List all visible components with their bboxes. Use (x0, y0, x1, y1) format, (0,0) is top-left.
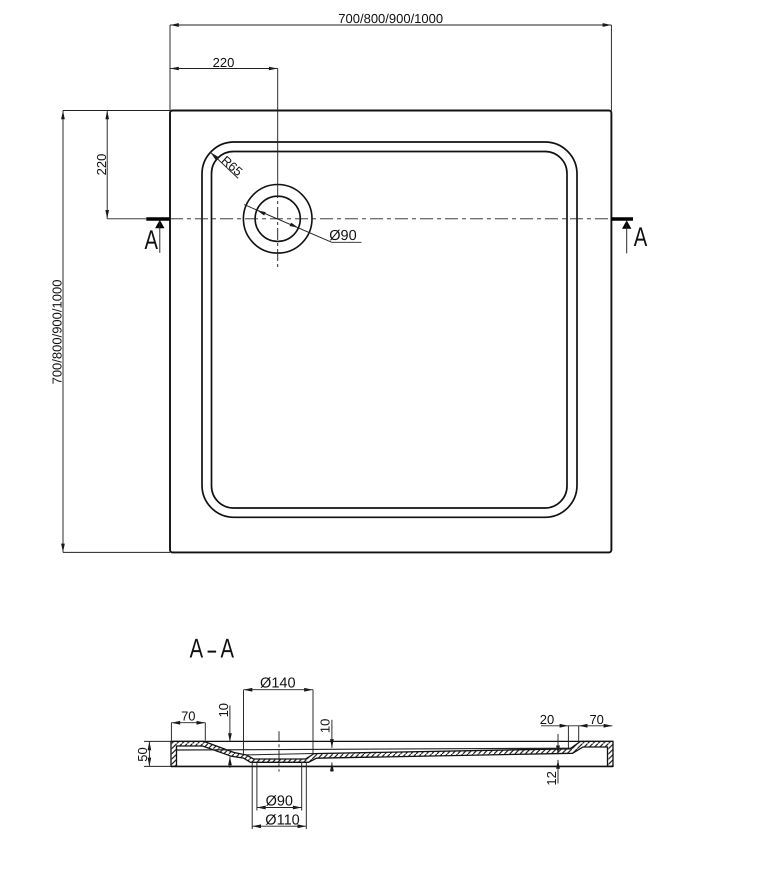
svg-text:Ø90: Ø90 (329, 228, 356, 244)
svg-text:700/800/900/1000: 700/800/900/1000 (338, 11, 443, 26)
svg-text:Ø90: Ø90 (266, 794, 293, 810)
svg-text:A: A (145, 225, 159, 255)
svg-text:10: 10 (216, 703, 231, 717)
svg-text:220: 220 (94, 154, 109, 176)
svg-text:12: 12 (544, 771, 559, 785)
svg-text:Ø110: Ø110 (265, 812, 299, 828)
svg-text:50: 50 (135, 747, 150, 761)
svg-text:10: 10 (317, 719, 332, 733)
svg-text:Ø140: Ø140 (260, 675, 295, 691)
svg-text:20: 20 (540, 712, 554, 727)
svg-text:700/800/900/1000: 700/800/900/1000 (50, 280, 65, 385)
svg-text:70: 70 (589, 712, 603, 727)
svg-text:70: 70 (181, 709, 195, 724)
svg-text:A: A (190, 634, 204, 664)
svg-text:A: A (634, 222, 648, 252)
svg-text:220: 220 (213, 55, 235, 70)
svg-text:A: A (220, 634, 234, 664)
